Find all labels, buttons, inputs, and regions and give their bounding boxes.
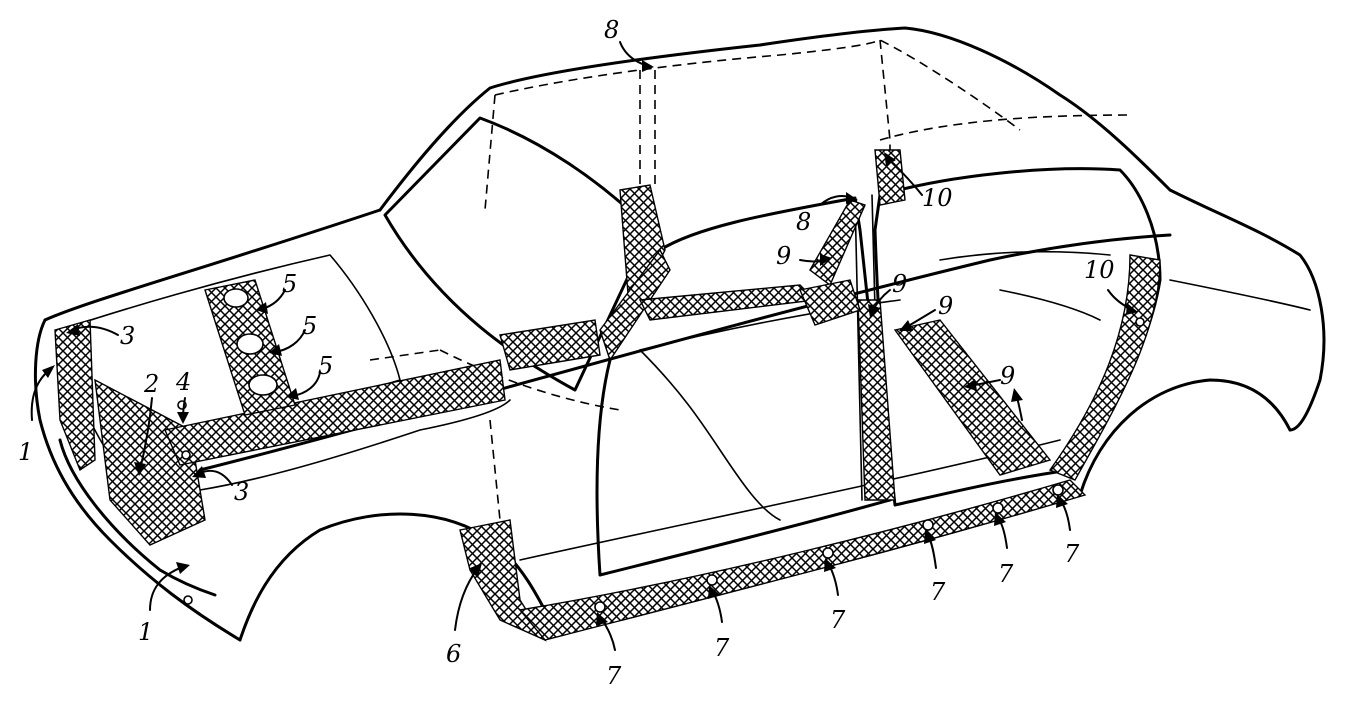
arrowhead-9d <box>964 379 977 391</box>
callout-4: 4 <box>175 368 191 396</box>
arrowhead-9c <box>899 320 913 331</box>
front-fascia <box>33 318 242 642</box>
rear-wheel-arch <box>1078 378 1292 497</box>
callout-7c: 7 <box>830 606 846 634</box>
rear-floor-hatch <box>893 319 1052 476</box>
b-pillar-upper-hatch <box>809 199 866 287</box>
sill-hole <box>594 601 606 613</box>
arrowhead-3b <box>192 466 206 478</box>
callout-7f: 7 <box>1064 540 1080 568</box>
arrowhead-4 <box>177 412 189 424</box>
callout-8a: 8 <box>604 16 619 44</box>
arrowhead-9e <box>1011 388 1023 402</box>
arrowhead-5c <box>286 388 299 400</box>
callout-leaders <box>30 41 1138 651</box>
front-fender-line <box>199 399 511 491</box>
arrowhead-1b <box>176 562 190 574</box>
arrowhead-8a <box>642 60 654 72</box>
roof-outline <box>378 26 1172 212</box>
arrowhead-7c <box>824 558 836 572</box>
sill-holes <box>177 317 1145 613</box>
front-panel-hatch <box>54 319 96 472</box>
a-pillar-lower-hatch <box>599 248 671 362</box>
arrowhead-7f <box>1056 494 1068 508</box>
floor-tunnel <box>639 349 781 521</box>
hatched-regions <box>54 149 1161 642</box>
callout-2: 2 <box>143 370 159 398</box>
front-floor-hatch <box>638 284 817 321</box>
arrowhead-10a <box>884 152 896 166</box>
arrowhead-9b <box>868 304 880 318</box>
arrowhead-6 <box>470 563 482 578</box>
sill-hole <box>992 502 1004 514</box>
body-dashed <box>369 114 1131 521</box>
wheel-arch-hole <box>183 595 193 605</box>
arrowhead-9a <box>820 254 832 266</box>
firewall-hole-3 <box>248 374 278 396</box>
arrowhead-7b <box>708 585 720 599</box>
a-pillar-hatch <box>619 184 666 323</box>
arrowhead-7d <box>924 530 936 544</box>
callout-10a: 10 <box>922 184 953 212</box>
arrowhead-7e <box>994 512 1006 526</box>
firewall-hole-2 <box>236 333 264 355</box>
front-crossmember-hatch <box>164 359 506 466</box>
callout-9a: 9 <box>776 242 791 270</box>
sill-hatch <box>518 479 1087 641</box>
radiator-support-hatch <box>94 378 206 546</box>
callout-5b: 5 <box>302 312 317 340</box>
arrowhead-8b <box>846 192 858 204</box>
rear-floor <box>939 250 1111 321</box>
callout-1a: 1 <box>18 438 33 466</box>
windshield-opening <box>383 116 652 392</box>
callout-8b: 8 <box>796 208 811 236</box>
callout-10b: 10 <box>1084 256 1115 284</box>
callout-9c: 9 <box>938 292 953 320</box>
callout-7d: 7 <box>930 578 946 606</box>
callout-1b: 1 <box>138 618 153 646</box>
callout-7b: 7 <box>714 634 730 662</box>
sill-hole <box>1052 484 1064 496</box>
callout-3b: 3 <box>234 478 249 506</box>
callout-6: 6 <box>446 640 461 668</box>
b-pillar-cross-hatch <box>799 279 861 326</box>
c-pillar-top-hatch <box>874 149 906 206</box>
hood-top-edge <box>43 208 382 322</box>
arrowhead-2 <box>134 462 146 476</box>
engine-bay-hole <box>181 450 191 460</box>
sill-hole <box>922 519 934 531</box>
roof-inner-dashed <box>484 39 1021 211</box>
arrowhead-1a <box>42 365 55 378</box>
arrowhead-5b <box>269 344 282 356</box>
callout-5a: 5 <box>282 270 297 298</box>
rear-pillar-hatch <box>1048 254 1161 481</box>
b-pillar-hatch <box>857 299 896 501</box>
callout-7e: 7 <box>998 560 1014 588</box>
arrowhead-5a <box>256 302 268 314</box>
firewall-hole-1 <box>223 288 249 308</box>
arrowhead-3a <box>66 324 80 336</box>
lower-crease <box>519 439 1061 561</box>
callout-labels: 1 1 2 3 3 4 5 5 5 6 7 7 7 7 7 7 8 8 9 9 … <box>18 16 1115 690</box>
sill-hole <box>822 547 834 559</box>
dash-hatch <box>499 319 601 371</box>
firewall-holes <box>223 288 278 396</box>
callout-7a: 7 <box>606 662 622 690</box>
callout-9d: 9 <box>1000 362 1015 390</box>
callout-9b: 9 <box>892 270 907 298</box>
callout-3a: 3 <box>120 322 135 350</box>
sill-hole <box>706 574 718 586</box>
front-wheel-arch <box>238 512 557 642</box>
rear-pillar-hole <box>1135 317 1145 327</box>
pillar-dashed <box>639 39 891 190</box>
trunk-crease <box>1169 279 1311 311</box>
arrowhead-10b <box>1126 303 1138 315</box>
rear-quarter <box>1168 188 1326 432</box>
front-bumper <box>58 438 217 597</box>
arrowhead-7a <box>596 612 608 626</box>
leader-2 <box>139 397 153 471</box>
callout-5c: 5 <box>318 352 333 380</box>
